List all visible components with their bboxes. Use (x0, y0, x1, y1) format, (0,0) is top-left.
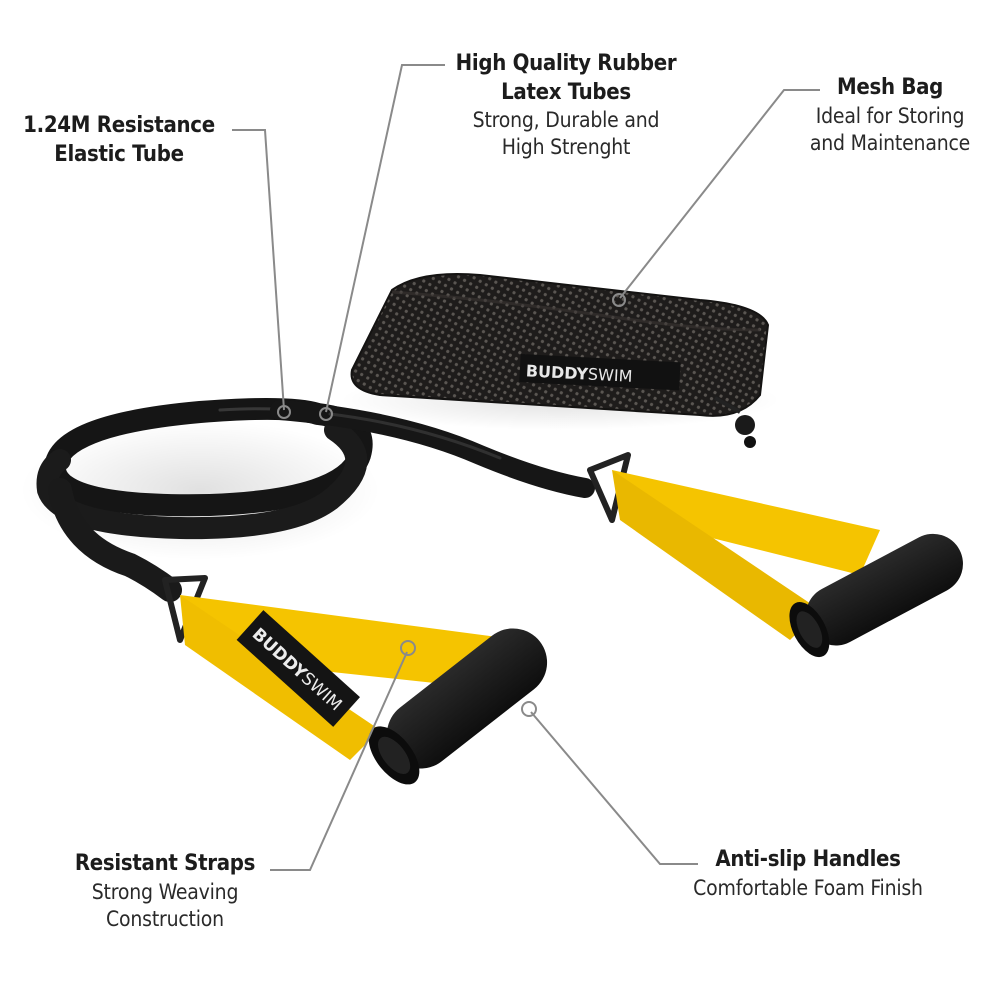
mesh-bag-brand-label: BUDDYSWIM (519, 354, 681, 391)
elastic-tube (20, 397, 595, 602)
left-handle-assembly: BUDDYSWIM (162, 575, 548, 785)
callout-description: High Strenght (501, 135, 631, 160)
callout-resistant-straps: Resistant Straps Strong Weaving Construc… (60, 850, 270, 933)
callout-latex-tubes: High Quality Rubber Latex Tubes Strong, … (446, 50, 686, 162)
callout-line-mesh (619, 89, 820, 299)
callout-anti-slip-handles: Anti-slip Handles Comfortable Foam Finis… (678, 846, 938, 902)
callout-title: High Quality Rubber (455, 51, 677, 76)
callout-mesh-bag: Mesh Bag Ideal for Storing and Maintenan… (800, 74, 980, 157)
callout-title: Latex Tubes (501, 79, 631, 105)
callout-title: Resistant Straps (74, 851, 256, 876)
callout-description: Strong Weaving (91, 879, 239, 904)
callout-title: Mesh Bag (836, 75, 944, 100)
callout-title: 1.24M Resistance (23, 113, 215, 138)
callout-lines (232, 64, 820, 871)
callout-description: Construction (106, 906, 224, 931)
callout-title: Elastic Tube (54, 141, 184, 167)
mesh-bag: BUDDYSWIM (340, 273, 780, 448)
callout-line-tube (232, 129, 285, 411)
callout-title: Anti-slip Handles (715, 847, 901, 872)
callout-line-straps (270, 651, 408, 871)
callout-resistance-tube: 1.24M Resistance Elastic Tube (14, 112, 224, 169)
callout-description: Ideal for Storing (815, 103, 965, 128)
callout-description: Comfortable Foam Finish (693, 875, 923, 900)
callout-line-latex (325, 64, 445, 413)
callout-description: Strong, Durable and (472, 108, 660, 133)
callout-line-handles (530, 711, 698, 865)
right-handle-assembly (587, 452, 963, 658)
callout-description: and Maintenance (809, 130, 971, 155)
